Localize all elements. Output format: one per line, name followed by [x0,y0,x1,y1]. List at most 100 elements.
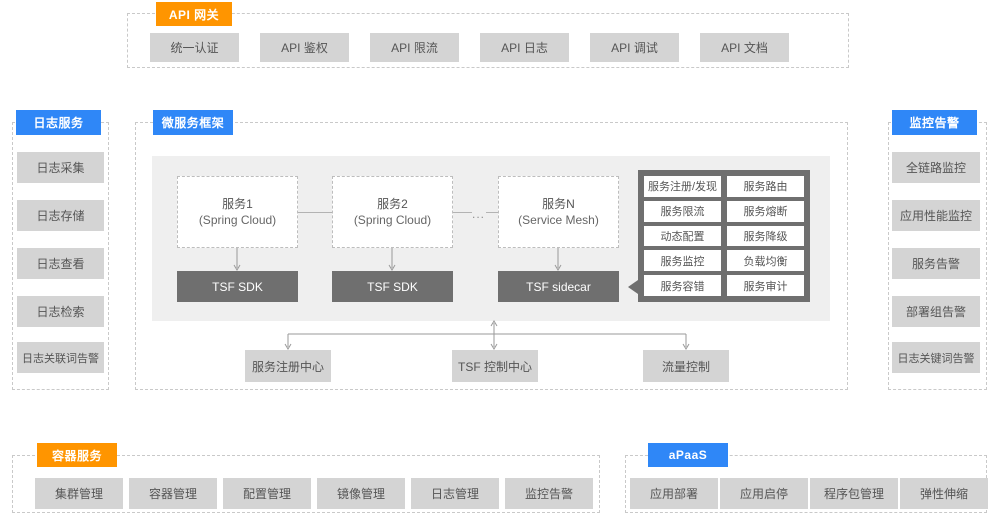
monitor-item-1[interactable]: 应用性能监控 [892,200,980,231]
capability-cell-9-label: 服务审计 [743,280,788,293]
container-item-5[interactable]: 监控告警 [505,478,593,509]
api-item-4-label: API 调试 [611,41,658,55]
container-item-4-label: 日志管理 [430,487,479,501]
capability-cell-8-label: 服务容错 [660,280,705,293]
center-box-2-label: 流量控制 [661,359,710,374]
log-item-1[interactable]: 日志存储 [17,200,104,231]
apaas-item-3[interactable]: 弹性伸缩 [900,478,988,509]
service-box-1[interactable]: 服务2 (Spring Cloud) [332,176,453,248]
capability-cell-6[interactable]: 服务监控 [644,250,721,272]
capability-cell-9[interactable]: 服务审计 [727,275,804,296]
capability-cell-4[interactable]: 动态配置 [644,225,721,247]
service-ellipsis-label: ... [472,207,486,221]
log-service-tag: 日志服务 [16,110,101,135]
api-item-1[interactable]: API 鉴权 [260,33,349,62]
service-box-2-name: 服务N [542,197,575,211]
capability-cell-3-label: 服务熔断 [743,206,788,219]
capability-cell-2-label: 服务限流 [660,206,705,219]
monitor-item-0[interactable]: 全链路监控 [892,152,980,183]
monitor-item-2-label: 服务告警 [911,257,960,271]
sdk-box-2-label: TSF sidecar [526,279,591,294]
capability-cell-5-label: 服务降级 [743,230,788,243]
log-item-2[interactable]: 日志查看 [17,248,104,279]
container-item-2-label: 配置管理 [242,487,291,501]
center-box-1[interactable]: TSF 控制中心 [452,350,538,382]
container-item-1-label: 容器管理 [148,487,197,501]
api-item-4[interactable]: API 调试 [590,33,679,62]
microservice-tag-label: 微服务框架 [161,116,225,130]
log-item-4-label: 日志关联词告警 [22,352,99,365]
api-gateway-tag-label: API 网关 [168,7,220,22]
apaas-item-3-label: 弹性伸缩 [919,487,968,501]
api-gateway-tag: API 网关 [156,2,232,26]
api-item-1-label: API 鉴权 [281,41,328,55]
apaas-item-1-label: 应用启停 [739,487,788,501]
capability-cell-8[interactable]: 服务容错 [644,275,721,296]
service-connector-1a [453,212,472,213]
container-service-tag: 容器服务 [37,443,117,467]
api-item-3[interactable]: API 日志 [480,33,569,62]
service-ellipsis: ... [472,208,485,220]
monitor-item-3[interactable]: 部署组告警 [892,296,980,327]
apaas-item-0[interactable]: 应用部署 [630,478,718,509]
monitor-item-0-label: 全链路监控 [905,161,966,175]
monitor-alarm-tag-label: 监控告警 [909,116,960,130]
api-item-5-label: API 文档 [721,41,768,55]
sdk-box-1[interactable]: TSF SDK [332,271,453,302]
container-item-0-label: 集群管理 [54,487,103,501]
microservice-section [135,122,848,390]
container-service-tag-label: 容器服务 [51,448,102,463]
service-box-2[interactable]: 服务N (Service Mesh) [498,176,619,248]
capability-cell-0[interactable]: 服务注册/发现 [644,176,721,197]
log-item-4[interactable]: 日志关联词告警 [17,342,104,373]
capability-cell-3[interactable]: 服务熔断 [727,200,804,222]
sdk-box-2[interactable]: TSF sidecar [498,271,619,302]
capability-grid: 服务注册/发现 服务路由 服务限流 服务熔断 动态配置 服务降级 服务监控 负载… [638,170,810,302]
service-box-0[interactable]: 服务1 (Spring Cloud) [177,176,298,248]
api-item-0[interactable]: 统一认证 [150,33,239,62]
api-item-0-label: 统一认证 [170,41,219,55]
capability-cell-5[interactable]: 服务降级 [727,225,804,247]
container-item-3[interactable]: 镜像管理 [317,478,405,509]
capability-cell-6-label: 服务监控 [660,255,705,268]
monitor-item-1-label: 应用性能监控 [899,209,972,223]
api-item-2-label: API 限流 [391,41,438,55]
capability-cell-1[interactable]: 服务路由 [727,176,804,197]
capability-cell-7[interactable]: 负载均衡 [727,250,804,272]
sdk-box-0[interactable]: TSF SDK [177,271,298,302]
monitor-alarm-tag: 监控告警 [892,110,977,135]
center-box-1-label: TSF 控制中心 [458,359,532,374]
api-item-5[interactable]: API 文档 [700,33,789,62]
apaas-item-0-label: 应用部署 [649,487,698,501]
container-item-4[interactable]: 日志管理 [411,478,499,509]
container-item-0[interactable]: 集群管理 [35,478,123,509]
container-item-1[interactable]: 容器管理 [129,478,217,509]
service-connector-1b [486,212,498,213]
capability-cell-2[interactable]: 服务限流 [644,200,721,222]
sdk-box-1-label: TSF SDK [367,279,418,294]
microservice-tag: 微服务框架 [153,110,233,135]
capability-cell-7-label: 负载均衡 [743,255,788,268]
api-item-2[interactable]: API 限流 [370,33,459,62]
api-gateway-section [127,13,849,68]
apaas-item-2[interactable]: 程序包管理 [810,478,898,509]
service-box-1-tech: (Spring Cloud) [353,213,432,227]
service-box-2-tech: (Service Mesh) [518,213,599,227]
apaas-item-1[interactable]: 应用启停 [720,478,808,509]
log-service-tag-label: 日志服务 [33,116,84,130]
apaas-tag: aPaaS [648,443,728,467]
center-box-2[interactable]: 流量控制 [643,350,729,382]
log-item-1-label: 日志存储 [36,209,85,223]
capability-cell-4-label: 动态配置 [660,230,705,243]
log-item-0-label: 日志采集 [36,161,85,175]
service-box-0-tech: (Spring Cloud) [198,213,277,227]
monitor-item-3-label: 部署组告警 [905,305,966,319]
service-connector-0 [298,212,332,213]
center-box-0[interactable]: 服务注册中心 [245,350,331,382]
monitor-item-2[interactable]: 服务告警 [892,248,980,279]
container-item-2[interactable]: 配置管理 [223,478,311,509]
monitor-item-4[interactable]: 日志关键词告警 [892,342,980,373]
service-box-1-name: 服务2 [377,197,408,211]
log-item-3[interactable]: 日志检索 [17,296,104,327]
log-item-0[interactable]: 日志采集 [17,152,104,183]
